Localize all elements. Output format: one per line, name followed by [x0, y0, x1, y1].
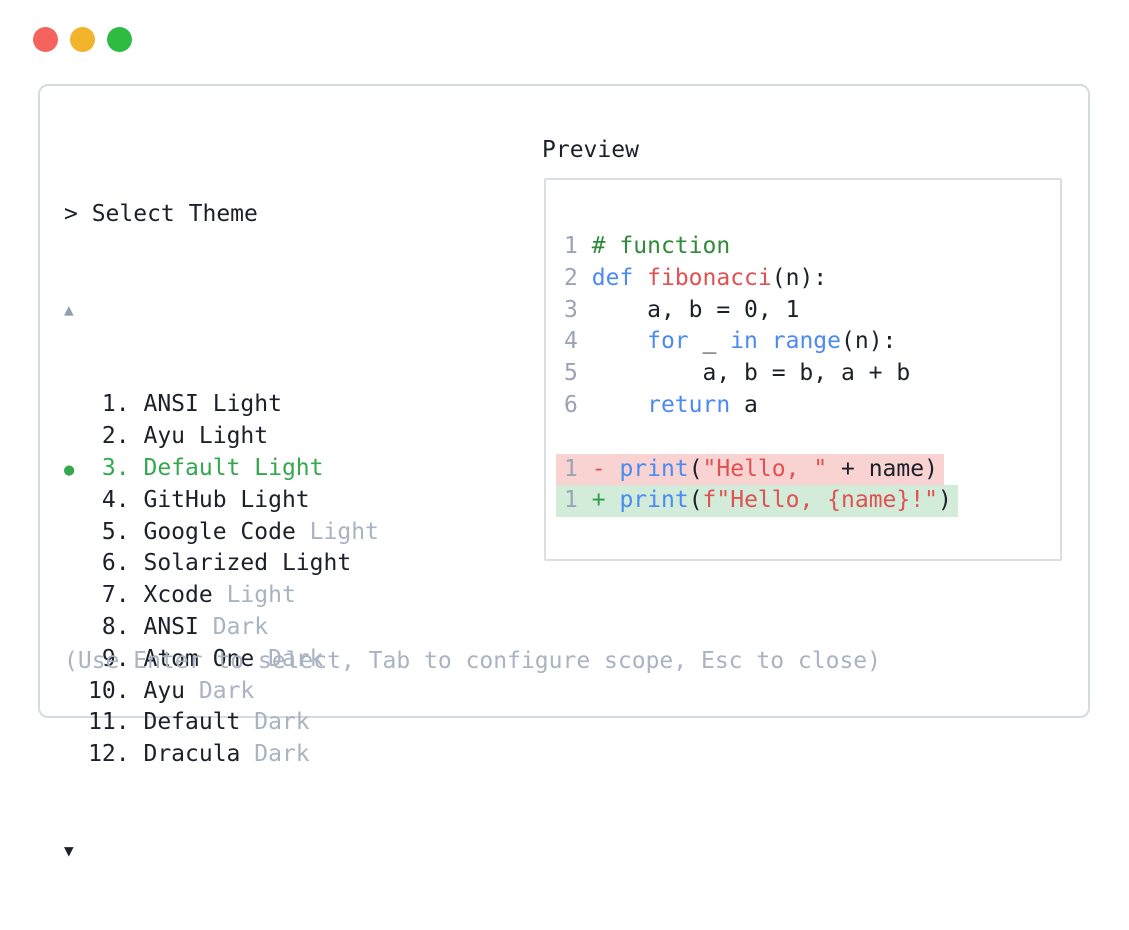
theme-item-6[interactable]: 6. Solarized Light: [64, 548, 379, 580]
code-line: 5 a, b = b, a + b: [564, 360, 911, 387]
theme-selector: > Select Theme ▲ 1. ANSI Light 2. Ayu Li…: [64, 135, 379, 930]
theme-number: 3: [101, 454, 116, 481]
line-number: 1: [564, 455, 578, 482]
theme-item-10[interactable]: 10. Ayu Dark: [64, 676, 379, 708]
scroll-down-icon[interactable]: ▼: [64, 840, 74, 860]
theme-name: Ayu: [143, 423, 186, 450]
line-number: 6: [564, 391, 578, 418]
code-blank-line: [564, 422, 958, 454]
marker-spacer: [64, 709, 74, 741]
theme-suffix: Light: [254, 454, 324, 481]
theme-number: 11: [88, 709, 116, 736]
theme-item-9[interactable]: 9. Atom One Dark: [64, 644, 379, 676]
theme-item-11[interactable]: 11. Default Dark: [64, 707, 379, 739]
theme-selector-panel: > Select Theme ▲ 1. ANSI Light 2. Ayu Li…: [38, 84, 1090, 860]
code-line: 1 # function: [564, 233, 731, 259]
diff-line-add: 1 + print(f"Hello, {name}!"): [556, 485, 958, 518]
close-button[interactable]: [33, 27, 58, 52]
marker-spacer: [64, 550, 74, 582]
theme-number: 7: [101, 582, 116, 609]
prompt: > Select Theme: [64, 200, 258, 227]
diff-del-sign: -: [591, 455, 606, 482]
line-number: 1: [564, 487, 578, 514]
preview-pane: 1 # function 2 def fibonacci(n): 3 a, b = …: [544, 178, 1062, 561]
theme-suffix: Light: [226, 582, 296, 609]
theme-name: Ayu: [143, 677, 186, 704]
theme-number: 6: [101, 550, 116, 577]
theme-number: 5: [101, 518, 116, 545]
theme-number: 8: [101, 613, 116, 640]
marker-spacer: [64, 519, 74, 551]
theme-item-3[interactable]: ●3. Default Light: [64, 453, 379, 485]
marker-spacer: [64, 741, 74, 773]
marker-spacer: [64, 423, 74, 455]
theme-number: 9: [101, 645, 116, 672]
theme-name: Google Code: [143, 518, 296, 545]
marker-spacer: [64, 582, 74, 614]
theme-item-7[interactable]: 7. Xcode Light: [64, 580, 379, 612]
theme-suffix: Dark: [268, 645, 324, 672]
marker-spacer: [64, 391, 74, 423]
code-line: 3 a, b = 0, 1: [564, 296, 800, 323]
theme-number: 4: [101, 486, 116, 513]
code-line: 2 def fibonacci(n):: [564, 264, 828, 291]
diff-line-del: 1 - print("Hello, " + name): [556, 453, 958, 486]
theme-number: 10: [88, 677, 116, 704]
theme-suffix: Light: [309, 518, 379, 545]
preview-title: Preview: [542, 137, 639, 163]
theme-item-1[interactable]: 1. ANSI Light: [64, 389, 379, 421]
theme-suffix: Light: [212, 391, 282, 418]
theme-number: 12: [88, 741, 116, 768]
selected-dot-icon: ●: [64, 459, 75, 480]
line-number: 5: [564, 360, 578, 387]
theme-number: 2: [101, 423, 116, 450]
theme-suffix: Dark: [254, 709, 310, 736]
theme-number: 1: [101, 391, 116, 418]
theme-name: ANSI: [143, 391, 199, 418]
theme-item-5[interactable]: 5. Google Code Light: [64, 517, 379, 549]
theme-suffix: Light: [281, 550, 352, 577]
marker-spacer: [64, 678, 74, 710]
theme-item-2[interactable]: 2. Ayu Light: [64, 421, 379, 453]
theme-name: ANSI: [143, 613, 199, 640]
scroll-up-icon[interactable]: ▲: [64, 299, 74, 319]
line-number: 2: [564, 264, 578, 291]
theme-suffix: Light: [240, 486, 310, 513]
code-line: 6 return a: [564, 391, 758, 418]
code-line: 4 for _ in range(n):: [564, 328, 897, 355]
theme-list: 1. ANSI Light 2. Ayu Light●3. Default Li…: [64, 389, 379, 771]
theme-item-8[interactable]: 8. ANSI Dark: [64, 612, 379, 644]
app-window: > Select Theme ▲ 1. ANSI Light 2. Ayu Li…: [33, 27, 1090, 860]
theme-suffix: Light: [198, 423, 269, 450]
theme-name: Xcode: [143, 582, 213, 609]
marker-spacer: [64, 614, 74, 646]
theme-item-4[interactable]: 4. GitHub Light: [64, 485, 379, 517]
diff-add-sign: +: [591, 487, 606, 514]
theme-suffix: Dark: [212, 613, 269, 640]
theme-name: Default: [143, 709, 241, 736]
marker-spacer: [64, 487, 74, 519]
line-number: 3: [564, 296, 578, 323]
traffic-lights: [33, 27, 132, 52]
theme-name: Default: [143, 454, 241, 481]
theme-name: Atom One: [143, 645, 255, 672]
keyboard-hint: (Use Enter to select, Tab to configure s…: [64, 648, 881, 674]
theme-name: Dracula: [143, 741, 241, 768]
theme-suffix: Dark: [254, 741, 310, 768]
line-number: 4: [564, 328, 578, 355]
line-number: 1: [564, 233, 578, 259]
minimize-button[interactable]: [70, 27, 95, 52]
zoom-button[interactable]: [107, 27, 132, 52]
theme-item-12[interactable]: 12. Dracula Dark: [64, 739, 379, 771]
code-preview: 1 # function 2 def fibonacci(n): 3 a, b = …: [556, 231, 958, 518]
theme-name: Solarized: [143, 550, 269, 577]
theme-suffix: Dark: [198, 677, 255, 704]
theme-name: GitHub: [143, 486, 227, 513]
